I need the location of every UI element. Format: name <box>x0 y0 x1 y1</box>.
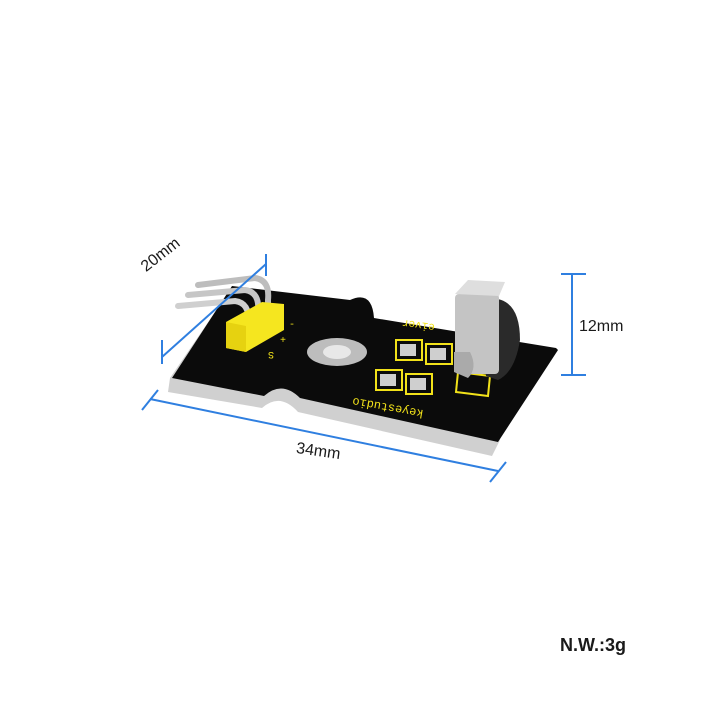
pin-label-signal: S <box>268 348 275 359</box>
pin-label-minus: - <box>289 320 296 331</box>
pin-header <box>175 274 284 352</box>
ir-receiver <box>454 280 520 380</box>
dimension-lines <box>141 254 586 483</box>
pin-label-plus: + <box>280 336 287 347</box>
net-weight-label: N.W.:3g <box>560 635 626 655</box>
height-dimension-label: 12mm <box>579 318 624 335</box>
smd-pads <box>375 339 492 398</box>
